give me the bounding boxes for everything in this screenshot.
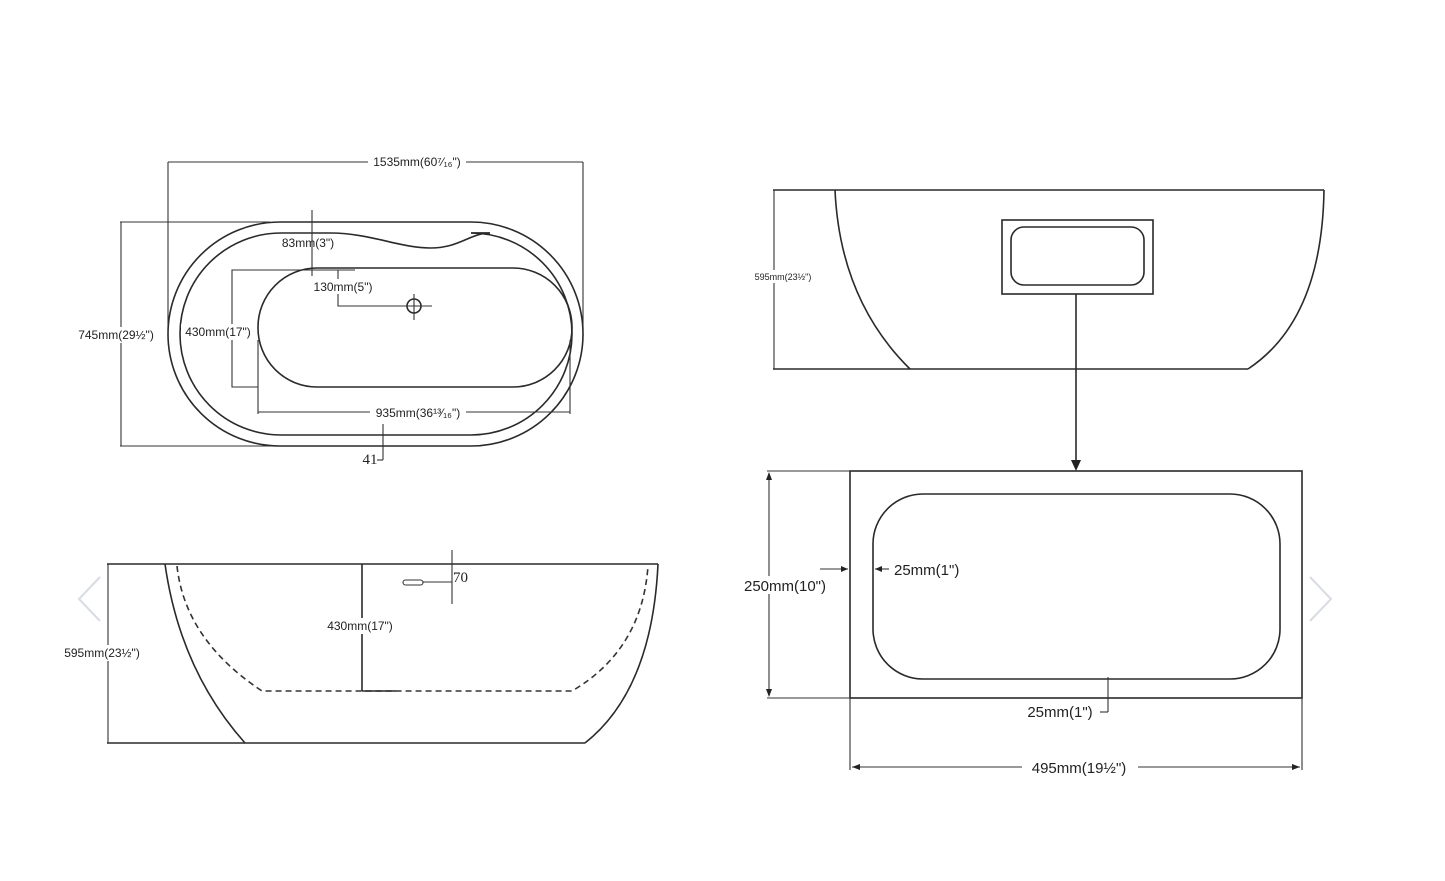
end-height-label: 595mm(23½") xyxy=(755,272,812,282)
panel-height-label: 250mm(10") xyxy=(744,578,826,595)
carousel-next-button[interactable] xyxy=(1306,574,1336,624)
basin-outline xyxy=(257,267,573,388)
access-panel-opening xyxy=(1010,226,1145,286)
chevron-right-icon xyxy=(1309,576,1333,622)
end-view: 595mm(23½") xyxy=(747,189,1325,471)
basin-width-label: 430mm(17") xyxy=(185,325,251,339)
tub-side-right xyxy=(584,563,659,744)
tub-end-left xyxy=(834,189,911,370)
panel-width-label: 495mm(19½") xyxy=(1032,760,1127,777)
panel-detail: 250mm(10") 25mm(1") 25mm(1") 495mm(19½") xyxy=(738,470,1303,777)
side-margin-label: 25mm(1") xyxy=(894,562,959,579)
carousel-prev-button[interactable] xyxy=(74,574,104,624)
side-height-label: 595mm(23½") xyxy=(64,646,140,660)
chevron-left-icon xyxy=(77,576,101,622)
overall-length-label: 1535mm(60⁷⁄₁₆") xyxy=(373,155,461,169)
rim-dip-label: 83mm(3") xyxy=(282,236,334,250)
tub-end-right xyxy=(1247,189,1325,370)
access-panel xyxy=(1001,219,1154,295)
panel-frame xyxy=(849,470,1303,699)
basin-length-label: 935mm(36¹³⁄₁₆") xyxy=(376,406,461,420)
tub-inner-rim xyxy=(179,232,573,436)
rim-thickness-label: 41 xyxy=(363,452,378,468)
drain-icon xyxy=(402,294,430,320)
depth-label: 430mm(17") xyxy=(327,619,393,633)
tub-outer-rim xyxy=(167,221,584,447)
bottom-margin-label: 25mm(1") xyxy=(1027,704,1092,721)
panel-opening xyxy=(872,493,1281,680)
tub-side-left xyxy=(164,563,246,744)
side-view: 595mm(23½") 430mm(17") 70 xyxy=(60,550,659,744)
drain-offset-label: 130mm(5") xyxy=(314,280,373,294)
overall-width-label: 745mm(29½") xyxy=(78,328,154,342)
overflow-label: 70 xyxy=(453,570,468,586)
top-view: 1535mm(60⁷⁄₁₆") 745mm(29½") 83mm(3") 430… xyxy=(73,154,584,468)
overflow-icon xyxy=(402,579,424,586)
inner-basin-hidden-line xyxy=(176,565,649,692)
